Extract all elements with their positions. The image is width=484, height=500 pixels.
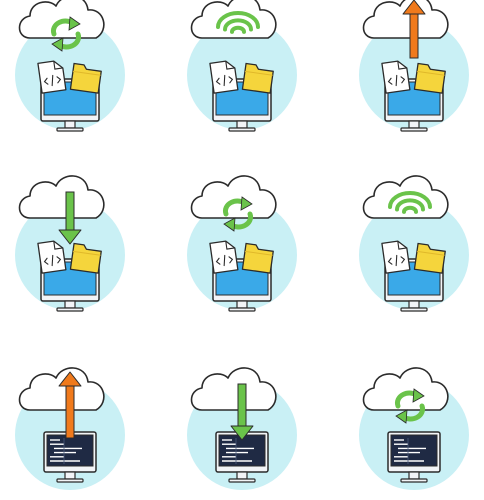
monitor-icon <box>387 431 441 483</box>
icon-cloud-sync-code <box>359 367 469 490</box>
folder-icon <box>69 242 102 274</box>
cloud-icon <box>362 0 449 39</box>
code-file-icon <box>209 240 239 274</box>
monitor-base <box>228 127 256 132</box>
icon-cloud-wifi-files-alt <box>359 175 469 312</box>
upload-arrow-icon <box>402 0 426 59</box>
code-file-icon <box>37 60 67 94</box>
code-lines-icon <box>222 438 254 464</box>
folder-icon <box>241 62 274 94</box>
code-file-icon <box>37 240 67 274</box>
monitor-base <box>400 478 428 483</box>
code-file-icon <box>209 60 239 94</box>
monitor-stand <box>64 120 76 129</box>
folder-icon <box>413 242 446 274</box>
folder-icon <box>69 62 102 94</box>
upload-arrow-icon <box>58 371 82 439</box>
folder-icon <box>241 242 274 274</box>
monitor-base <box>400 307 428 312</box>
monitor-base <box>56 307 84 312</box>
cloud-icon <box>18 367 105 411</box>
monitor-stand <box>236 471 248 480</box>
cloud-icon <box>362 367 449 411</box>
sync-arrows-icon <box>394 388 426 424</box>
monitor-stand <box>408 120 420 129</box>
cloud-icon <box>18 175 105 219</box>
cloud-icon <box>190 175 277 219</box>
sync-arrows-icon <box>50 16 82 52</box>
monitor-base <box>56 478 84 483</box>
monitor-base <box>228 307 256 312</box>
monitor-stand <box>64 471 76 480</box>
monitor-stand <box>408 471 420 480</box>
monitor-stand <box>64 300 76 309</box>
monitor-stand <box>236 120 248 129</box>
monitor-stand <box>408 300 420 309</box>
monitor-base <box>228 478 256 483</box>
icon-cloud-sync-files-alt <box>187 175 297 312</box>
code-file-icon <box>381 240 411 274</box>
monitor-icon <box>43 431 97 483</box>
monitor-stand <box>236 300 248 309</box>
monitor-base <box>56 127 84 132</box>
wifi-icon <box>216 11 260 34</box>
icon-cloud-upload-code <box>15 367 125 490</box>
sync-arrows-icon <box>222 196 254 232</box>
wifi-icon <box>388 191 432 214</box>
icon-cloud-download-code <box>187 367 297 490</box>
folder-icon <box>413 62 446 94</box>
cloud-icon <box>190 367 277 411</box>
cloud-icon <box>362 175 449 219</box>
download-arrow-icon <box>230 383 254 441</box>
monitor-icon <box>215 431 269 483</box>
icon-cloud-download-files <box>15 175 125 312</box>
icon-cloud-sync-files <box>15 0 125 132</box>
code-lines-icon <box>50 438 82 464</box>
icon-cloud-wifi-files <box>187 0 297 132</box>
code-lines-icon <box>394 438 426 464</box>
code-file-icon <box>381 60 411 94</box>
download-arrow-icon <box>58 191 82 245</box>
icon-cloud-upload-files <box>359 0 469 132</box>
monitor-base <box>400 127 428 132</box>
